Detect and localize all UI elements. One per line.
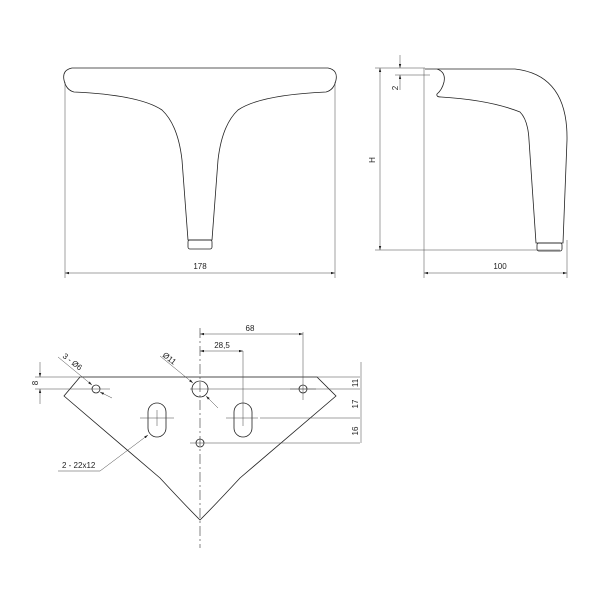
- front-view: 178: [63, 67, 337, 278]
- foot-front: [187, 239, 213, 250]
- depth-label: 100: [493, 262, 507, 271]
- slot: [147, 402, 167, 438]
- leg-front-outline: [63, 67, 337, 241]
- plate-view: 68 28,5 8 11 17 16 3 - Ø6 Ø11 2 - 22x12: [31, 324, 362, 548]
- dim-8-label: 8: [31, 380, 40, 385]
- dim-11-label: 11: [351, 378, 360, 387]
- slots-label: 2 - 22x12: [62, 461, 96, 470]
- dim-28-5-label: 28,5: [214, 341, 230, 350]
- leg-side-outline: [425, 68, 568, 244]
- foot-side: [536, 242, 563, 252]
- mounting-hole: [91, 384, 101, 394]
- center-hole: [191, 380, 209, 398]
- dim-17-label: 17: [351, 399, 360, 408]
- dim-68-label: 68: [246, 324, 255, 333]
- center-hole-label: Ø11: [161, 350, 178, 366]
- side-view: H 2 100: [368, 55, 568, 278]
- mounting-hole: [195, 438, 205, 448]
- plate-outline: [63, 376, 337, 521]
- dim-16-label: 16: [351, 426, 360, 435]
- lip-label: 2: [391, 85, 400, 90]
- height-label: H: [368, 157, 377, 163]
- width-label: 178: [193, 262, 207, 271]
